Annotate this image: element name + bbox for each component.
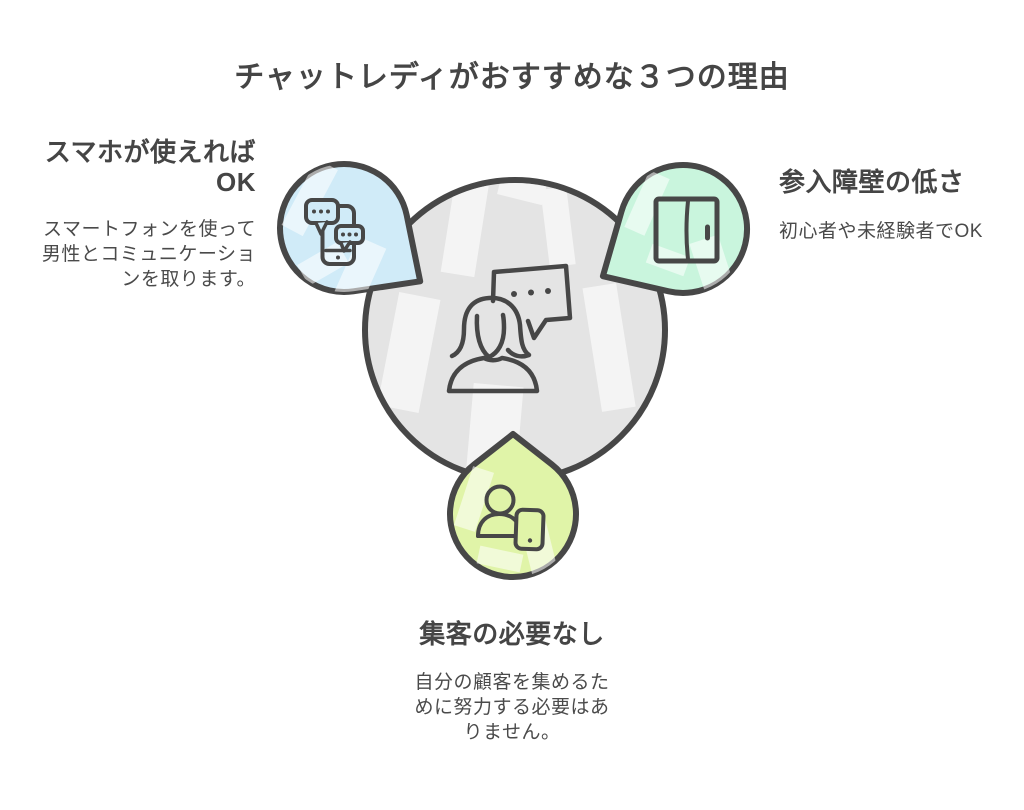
reason-body-line: 自分の顧客を集めるた	[414, 672, 610, 693]
reason-label-entry-barrier: 参入障壁の低さ 初心者や未経験者でOK	[779, 167, 1024, 244]
woman-shoulders	[446, 355, 540, 394]
speech-bubble-dots	[511, 288, 551, 297]
woman-hair	[449, 295, 532, 359]
reason-body: 自分の顧客を集めるた めに努力する必要はあ りません。	[362, 670, 662, 745]
center-circle	[362, 177, 668, 483]
reason-heading: 集客の必要なし	[419, 619, 605, 649]
reason-body-line: りません。	[463, 722, 561, 743]
door-icon	[653, 196, 720, 264]
reason-body: 初心者や未経験者でOK	[779, 221, 983, 242]
reason-body-line: めに努力する必要はあ	[414, 697, 610, 718]
smartphone-chat-icon	[304, 198, 365, 266]
person-smartphone-icon	[476, 484, 546, 552]
reason-pin-smartphone	[277, 161, 424, 295]
speech-bubble-icon	[490, 263, 573, 341]
reason-heading-line: スマホが使えれば	[44, 137, 256, 167]
woman-with-speech-bubble-illustration	[446, 263, 573, 394]
reason-pin-no-customer-acquisition	[447, 431, 579, 581]
reason-heading: 参入障壁の低さ	[779, 167, 965, 197]
reason-pin-entry-barrier	[599, 162, 751, 296]
reason-body: スマートフォンを使って 男性とコミュニケーショ ンを取ります。	[26, 217, 256, 292]
reason-heading: スマホが使えれば OK	[26, 137, 256, 197]
reason-body-line: スマートフォンを使って	[43, 219, 256, 240]
reason-label-smartphone: スマホが使えれば OK スマートフォンを使って 男性とコミュニケーショ ンを取り…	[26, 137, 256, 292]
page-title: チャットレディがおすすめな３つの理由	[234, 61, 790, 94]
woman-face	[474, 312, 507, 360]
reason-heading-line: OK	[216, 167, 256, 197]
reason-label-no-customer-acquisition: 集客の必要なし 自分の顧客を集めるた めに努力する必要はあ りません。	[362, 619, 662, 745]
pin-texture	[281, 163, 387, 292]
reason-body-line: ンを取ります。	[121, 269, 256, 290]
reason-body-line: 男性とコミュニケーショ	[41, 244, 256, 265]
